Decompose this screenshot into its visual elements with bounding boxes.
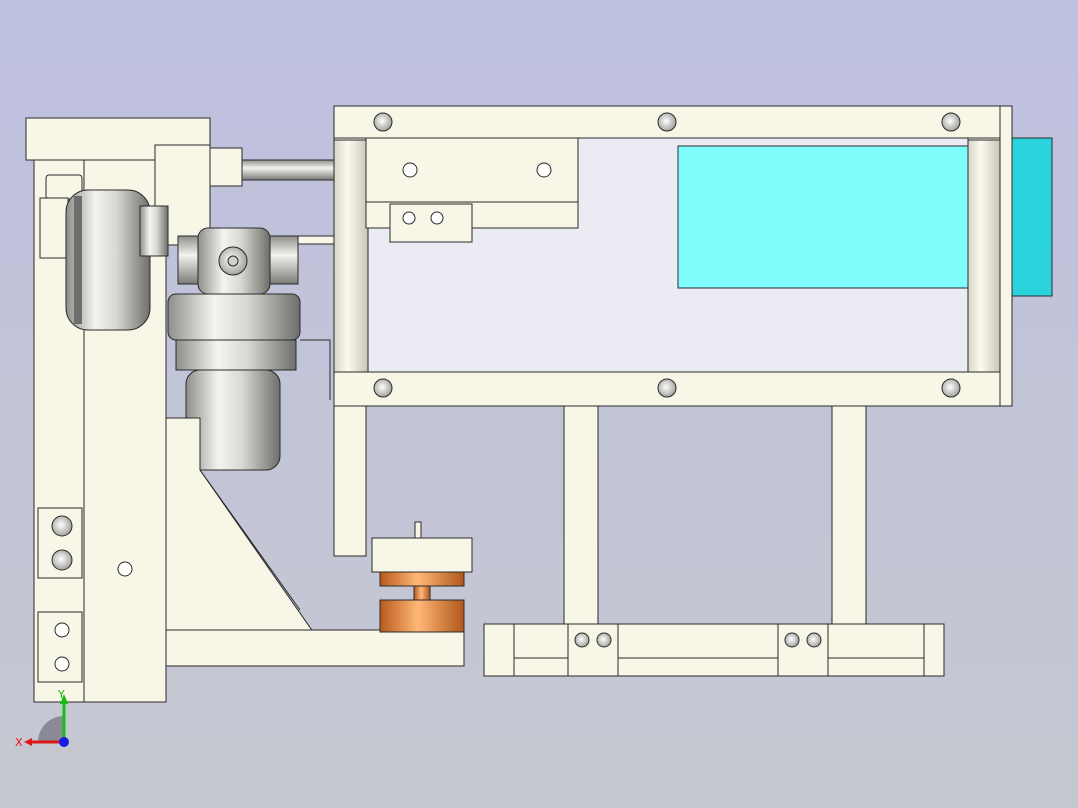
hex-screw-icon	[806, 632, 822, 648]
leg-left[interactable]	[563, 405, 599, 625]
rail-block-right[interactable]	[777, 623, 829, 677]
y-axis-arrowhead	[60, 694, 68, 704]
leg-right[interactable]	[831, 405, 867, 625]
coupling-top[interactable]	[371, 537, 473, 573]
rail-block-left[interactable]	[567, 623, 619, 677]
rail-end-right[interactable]	[923, 623, 945, 677]
x-axis-label: X	[15, 736, 23, 749]
hole-icon	[430, 211, 444, 225]
right-end-cap[interactable]	[999, 105, 1013, 407]
x-axis-arrowhead	[24, 738, 32, 746]
main-frame[interactable]	[333, 105, 1053, 407]
hole-icon	[536, 162, 552, 178]
bottom-rail-assembly[interactable]	[483, 405, 945, 677]
hole-icon	[402, 211, 416, 225]
left-post[interactable]	[333, 139, 369, 373]
triad-quadrant	[38, 716, 64, 742]
disc-edge	[74, 196, 82, 324]
screw-icon	[373, 112, 393, 132]
guide-rod[interactable]	[241, 159, 335, 181]
clamp-side[interactable]	[39, 197, 69, 259]
rod-block[interactable]	[209, 147, 243, 187]
screw-icon	[941, 378, 961, 398]
filter-pipe	[300, 339, 331, 400]
hole-icon	[117, 561, 133, 577]
filter-cap[interactable]	[167, 293, 301, 341]
glass-panel[interactable]	[677, 145, 969, 289]
screw-icon	[657, 378, 677, 398]
rail-body[interactable]	[483, 623, 945, 677]
motor-disc[interactable]	[65, 189, 151, 331]
copper-ring-bottom[interactable]	[379, 599, 465, 633]
hex-screw-icon	[51, 515, 73, 537]
base-plate[interactable]	[165, 629, 465, 667]
y-axis-label: Y	[57, 688, 65, 701]
screw-icon	[657, 112, 677, 132]
z-axis-dot	[59, 737, 69, 747]
slider-carriage[interactable]	[389, 203, 473, 243]
hole-icon	[402, 162, 418, 178]
coordinate-triad: X Y	[15, 688, 69, 749]
hole-icon	[54, 656, 70, 672]
copper-coupling[interactable]	[371, 521, 473, 633]
rail-end-left[interactable]	[483, 623, 515, 677]
hole-icon	[54, 622, 70, 638]
hex-screw-icon	[51, 549, 73, 571]
hex-screw-icon	[784, 632, 800, 648]
glass-panel-side[interactable]	[1011, 137, 1053, 297]
lower-block[interactable]	[37, 611, 83, 683]
fitting-bolt-center	[227, 255, 239, 267]
motor-hub[interactable]	[139, 205, 169, 257]
copper-neck[interactable]	[413, 585, 431, 601]
motor-disc-assembly[interactable]	[65, 189, 169, 331]
coupling-pin	[414, 521, 422, 539]
right-post[interactable]	[967, 139, 1001, 373]
gusset-edge	[199, 469, 301, 611]
screw-icon	[941, 112, 961, 132]
screw-icon	[373, 378, 393, 398]
filter-collar[interactable]	[175, 339, 297, 371]
copper-ring-top[interactable]	[379, 571, 465, 587]
hex-screw-icon	[574, 632, 590, 648]
hex-screw-icon	[596, 632, 612, 648]
filter-assembly[interactable]	[167, 227, 331, 471]
support-leg[interactable]	[333, 405, 367, 557]
frame-screws	[373, 112, 961, 398]
